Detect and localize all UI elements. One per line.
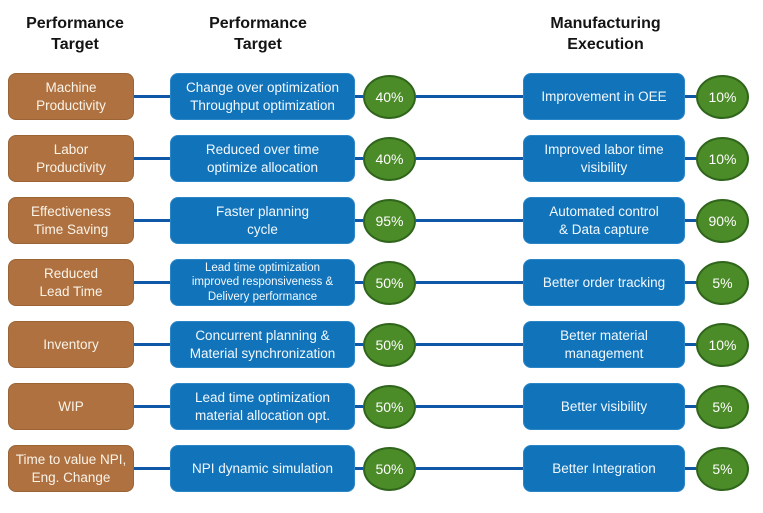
execution-box: Improvement in OEE [523,73,685,120]
connector-line [416,157,523,160]
connector-line [416,405,523,408]
execution-pct-badge: 5% [696,384,749,429]
connector-line [685,157,696,160]
connector-line [685,219,696,222]
planning-pct-badge: 50% [363,446,416,491]
execution-pct-badge: 10% [696,322,749,367]
planning-box: Lead time optimization improved responsi… [170,259,355,306]
execution-box: Automated control & Data capture [523,197,685,244]
execution-box: Improved labor time visibility [523,135,685,182]
connector-line [355,281,363,284]
planning-box: Lead time optimization material allocati… [170,383,355,430]
execution-box: Better material management [523,321,685,368]
execution-box: Better Integration [523,445,685,492]
target-box: Time to value NPI, Eng. Change [8,445,134,492]
planning-pct-badge: 50% [363,322,416,367]
connector-line [685,405,696,408]
connector-line [685,281,696,284]
execution-box: Better visibility [523,383,685,430]
diagram-row: Effectiveness Time Saving Faster plannin… [0,197,763,244]
planning-pct-badge: 40% [363,136,416,181]
planning-box: NPI dynamic simulation [170,445,355,492]
diagram-row: Machine Productivity Change over optimiz… [0,73,763,120]
connector-line [355,343,363,346]
connector-line [355,219,363,222]
planning-pct-badge: 40% [363,74,416,119]
planning-box: Faster planning cycle [170,197,355,244]
execution-pct-badge: 10% [696,136,749,181]
planning-pct-badge: 95% [363,198,416,243]
target-box: WIP [8,383,134,430]
connector-line [685,343,696,346]
column-header-performance-target-1: Performance Target [26,15,124,53]
diagram-row: Reduced Lead Time Lead time optimization… [0,259,763,306]
planning-box: Concurrent planning & Material synchroni… [170,321,355,368]
target-box: Inventory [8,321,134,368]
connector-line [134,467,170,470]
execution-box: Better order tracking [523,259,685,306]
diagram-row: Labor Productivity Reduced over time opt… [0,135,763,182]
planning-box: Change over optimization Throughput opti… [170,73,355,120]
connector-line [134,405,170,408]
connector-line [416,343,523,346]
target-box: Reduced Lead Time [8,259,134,306]
connector-line [134,219,170,222]
planning-box: Reduced over time optimize allocation [170,135,355,182]
connector-line [685,95,696,98]
target-box: Labor Productivity [8,135,134,182]
connector-line [416,467,523,470]
execution-pct-badge: 5% [696,446,749,491]
connector-line [134,281,170,284]
execution-pct-badge: 10% [696,74,749,119]
diagram-row: WIP Lead time optimization material allo… [0,383,763,430]
connector-line [134,157,170,160]
planning-pct-badge: 50% [363,260,416,305]
target-box: Effectiveness Time Saving [8,197,134,244]
diagram-row: Inventory Concurrent planning & Material… [0,321,763,368]
connector-line [416,95,523,98]
connector-line [355,95,363,98]
connector-line [355,157,363,160]
connector-line [134,95,170,98]
connector-line [416,281,523,284]
connector-line [355,467,363,470]
execution-pct-badge: 90% [696,198,749,243]
column-header-performance-target-2: Performance Target [209,15,307,53]
execution-pct-badge: 5% [696,260,749,305]
diagram-row: Time to value NPI, Eng. Change NPI dynam… [0,445,763,492]
target-box: Machine Productivity [8,73,134,120]
planning-pct-badge: 50% [363,384,416,429]
connector-line [416,219,523,222]
connector-line [355,405,363,408]
connector-line [685,467,696,470]
connector-line [134,343,170,346]
column-header-manufacturing-execution: Manufacturing Execution [550,15,661,53]
